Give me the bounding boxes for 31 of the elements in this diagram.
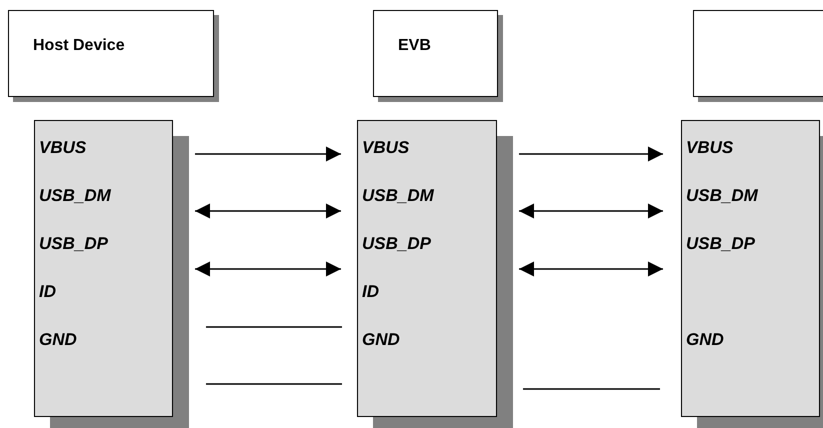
- pin-block: [34, 120, 173, 417]
- pin-block: [357, 120, 497, 417]
- arrow: [195, 204, 341, 218]
- device-title-box: [693, 10, 823, 97]
- pin-label: USB_DM: [686, 186, 758, 206]
- arrow: [519, 262, 663, 276]
- pin-label: GND: [39, 330, 77, 350]
- device-name: Host Device: [33, 37, 125, 55]
- pin-label: USB_DP: [39, 234, 108, 254]
- arrow: [195, 262, 341, 276]
- arrow: [195, 146, 341, 162]
- pin-block: [681, 120, 820, 417]
- pin-label: USB_DM: [39, 186, 111, 206]
- pin-label: VBUS: [39, 138, 86, 158]
- pin-label: GND: [362, 330, 400, 350]
- arrow: [519, 146, 663, 162]
- pin-label: ID: [362, 282, 379, 302]
- pin-label: VBUS: [686, 138, 734, 158]
- pin-label: VBUS: [362, 138, 410, 158]
- device-name: EVB: [398, 37, 431, 55]
- arrow: [519, 204, 663, 218]
- pin-label: USB_DP: [686, 234, 755, 254]
- connection-line: [523, 388, 660, 390]
- device-title-box: [8, 10, 214, 97]
- pin-label: GND: [686, 330, 724, 350]
- pin-label: ID: [39, 282, 56, 302]
- pin-label: USB_DM: [362, 186, 434, 206]
- pin-label: USB_DP: [362, 234, 431, 254]
- device-title-box: [373, 10, 498, 97]
- connection-line: [206, 326, 342, 328]
- connection-line: [206, 383, 342, 385]
